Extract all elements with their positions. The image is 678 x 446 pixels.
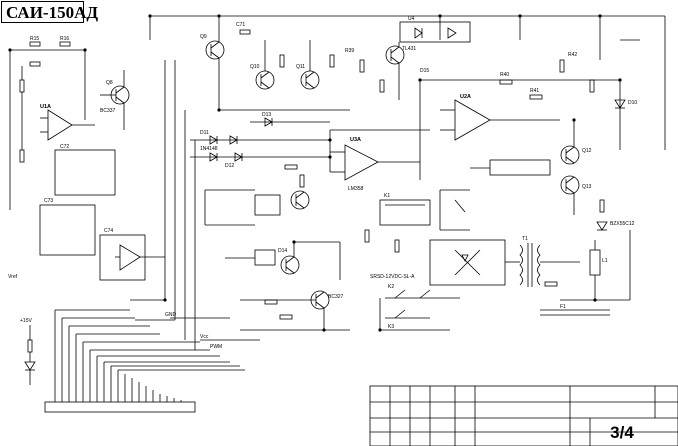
label-u3a: U3A <box>350 137 361 143</box>
label-v15: +15V <box>20 318 32 324</box>
label-zener: BZX55C12 <box>610 221 635 227</box>
label-c72: C72 <box>60 144 69 150</box>
label-c74: C74 <box>104 228 113 234</box>
label-r40: R40 <box>500 72 509 78</box>
label-bc327: BC327 <box>328 294 344 300</box>
label-k3: K3 <box>388 324 394 330</box>
label-d14: D14 <box>278 248 287 254</box>
label-r42: R42 <box>568 52 577 58</box>
schematic-title: САИ-150АД <box>6 3 99 22</box>
label-q8: Q8 <box>106 80 113 86</box>
label-pwm: PWM <box>210 344 222 350</box>
title-box: САИ-150АД <box>1 1 98 23</box>
label-k2: K2 <box>388 284 394 290</box>
label-bc337: BC337 <box>100 108 116 114</box>
label-tl431: TL431 <box>402 46 416 52</box>
label-d15: D15 <box>420 68 429 74</box>
label-q11: Q11 <box>296 64 305 70</box>
label-q9: Q9 <box>200 34 207 40</box>
label-d10: D10 <box>628 100 637 106</box>
label-vcc: Vcc <box>200 334 209 340</box>
label-lm358: LM358 <box>348 186 364 192</box>
label-r15: R15 <box>30 36 39 42</box>
label-u2a: U2A <box>460 94 471 100</box>
label-in4148: 1N4148 <box>200 146 218 152</box>
sheet-number: 3/4 <box>610 423 634 442</box>
label-gnd: GND <box>165 312 177 318</box>
label-fuse: F1 <box>560 304 566 310</box>
label-u1a: U1A <box>40 104 51 110</box>
label-c73: C73 <box>44 198 53 204</box>
label-q10: Q10 <box>250 64 260 70</box>
label-q12: Q12 <box>582 148 592 154</box>
label-rly: SRSD-12VDC-SL-A <box>370 274 415 280</box>
label-q13: Q13 <box>582 184 592 190</box>
label-d11: D11 <box>200 130 209 136</box>
label-vref: Vref <box>8 274 18 280</box>
label-t1: T1 <box>522 236 528 242</box>
label-k1: K1 <box>384 193 390 199</box>
label-d12: D12 <box>225 163 234 169</box>
label-l1: L1 <box>602 258 608 264</box>
label-r16: R16 <box>60 36 69 42</box>
label-r41: R41 <box>530 88 539 94</box>
label-d13: D13 <box>262 112 271 118</box>
label-u4: U4 <box>408 16 415 22</box>
label-c71: C71 <box>236 22 245 28</box>
label-r39: R39 <box>345 48 354 54</box>
